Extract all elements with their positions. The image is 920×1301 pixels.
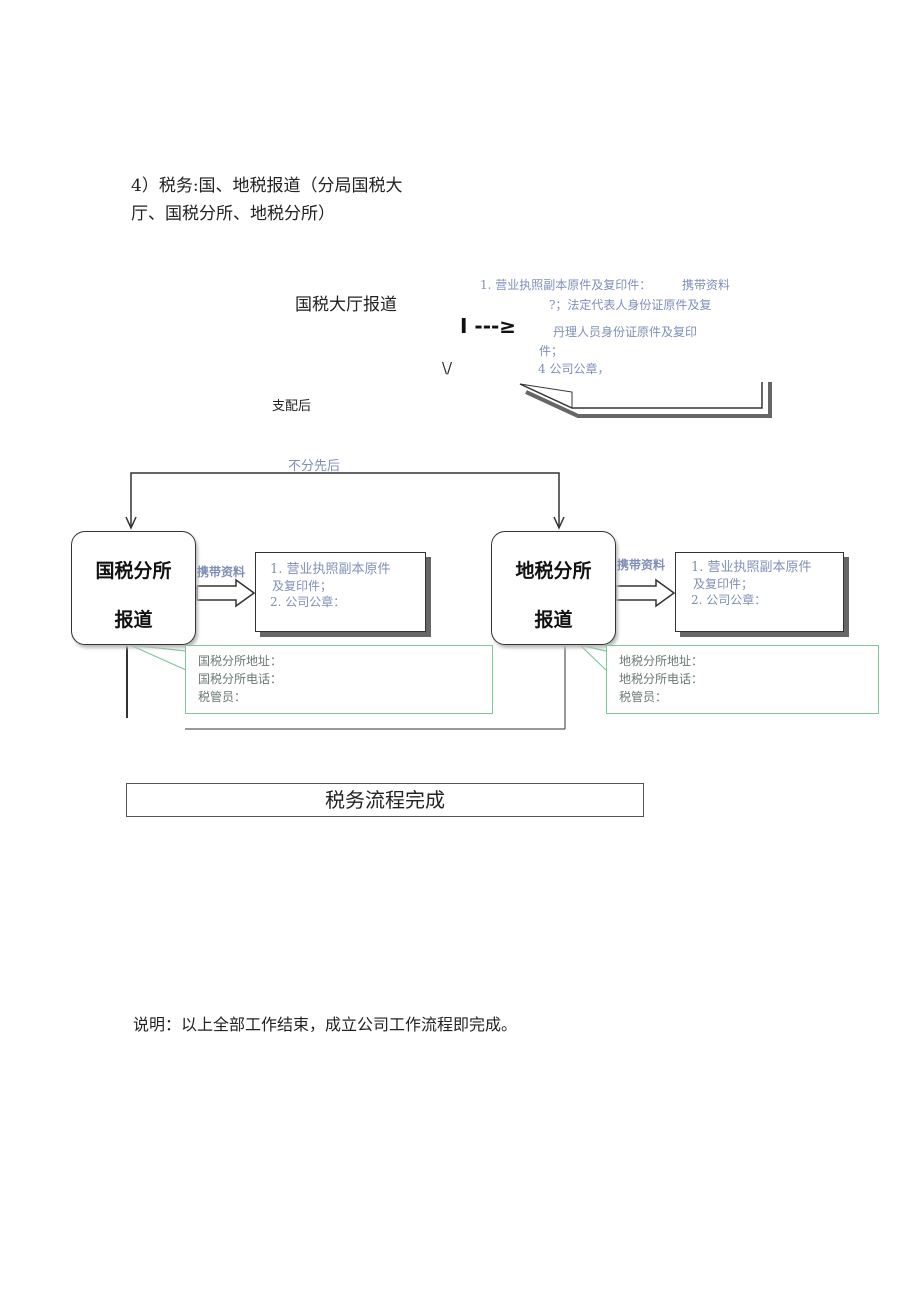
order-label: 不分先后 [288, 459, 341, 474]
local-office-line-1: 地税分所 [515, 560, 592, 582]
arrow-to-local [553, 516, 565, 530]
top-doc-line-5: 4 公司公章， [538, 362, 610, 376]
hall-arrow-text: I ---≥ [460, 314, 517, 338]
top-doc-line-1: 1. 营业执照副本原件及复印件： [480, 278, 652, 292]
order-bracket [130, 472, 560, 527]
national-callout-pointer [129, 644, 187, 671]
top-doc-shadow [525, 382, 772, 418]
national-block-arrow [196, 578, 256, 608]
top-doc-fold [519, 383, 573, 408]
local-info-line-3: 税管员： [619, 690, 668, 704]
local-info-line-2: 地税分所电话： [619, 672, 704, 686]
national-info-box [185, 645, 493, 714]
heading-line-1: 4）税务:国、地税报道（分局国税大 [131, 176, 403, 196]
local-carry-label: 携带资料 [617, 558, 666, 572]
national-doc-line-1: 1. 营业执照副本原件 [270, 562, 391, 577]
national-office-line-2: 报道 [114, 609, 153, 631]
top-doc-line-2: ?；法定代表人身份证原件及复 [549, 298, 712, 312]
local-office-line-2: 报道 [534, 609, 573, 631]
local-doc-box [675, 552, 844, 632]
national-info-line-1: 国税分所地址： [198, 654, 283, 668]
national-doc-line-3: 2. 公司公章： [270, 595, 346, 609]
top-doc-line-3: 丹理人员身份证原件及复印 [553, 325, 698, 339]
local-doc-line-2: 及复印件； [693, 577, 754, 591]
local-block-arrow [615, 578, 676, 608]
section-heading: 4）税务:国、地税报道（分局国税大 厅、国税分所、地税分所） [131, 172, 471, 228]
arrow-to-national [125, 516, 137, 530]
national-carry-label: 携带资料 [197, 565, 246, 579]
national-office-line-1: 国税分所 [95, 560, 172, 582]
hall-report-label: 国税大厅报道 [295, 295, 397, 315]
local-office-box: 地税分所 报道 [491, 531, 616, 645]
local-doc-line-1: 1. 营业执照副本原件 [691, 560, 812, 575]
process-complete-box: 税务流程完成 [126, 783, 644, 817]
national-office-box: 国税分所 报道 [71, 531, 196, 645]
top-doc-carry: 携带资料 [682, 278, 731, 292]
national-info-line-2: 国税分所电话： [198, 672, 283, 686]
top-doc-line-4: 件； [539, 344, 564, 358]
local-doc-line-3: 2. 公司公章： [691, 593, 767, 607]
after-label: 支配后 [272, 399, 312, 414]
national-doc-line-2: 及复印件； [272, 579, 333, 593]
heading-line-2: 厅、国税分所、地税分所） [131, 204, 335, 224]
footer-note: 说明：以上全部工作结束，成立公司工作流程即完成。 [133, 1015, 518, 1034]
top-doc-outline [519, 382, 763, 409]
local-info-line-1: 地税分所地址： [619, 654, 704, 668]
local-callout-pointer [578, 643, 607, 671]
national-info-line-3: 税管员： [198, 690, 247, 704]
local-info-box [606, 645, 879, 714]
national-doc-box [255, 552, 426, 632]
v-mark: \/ [442, 359, 453, 377]
